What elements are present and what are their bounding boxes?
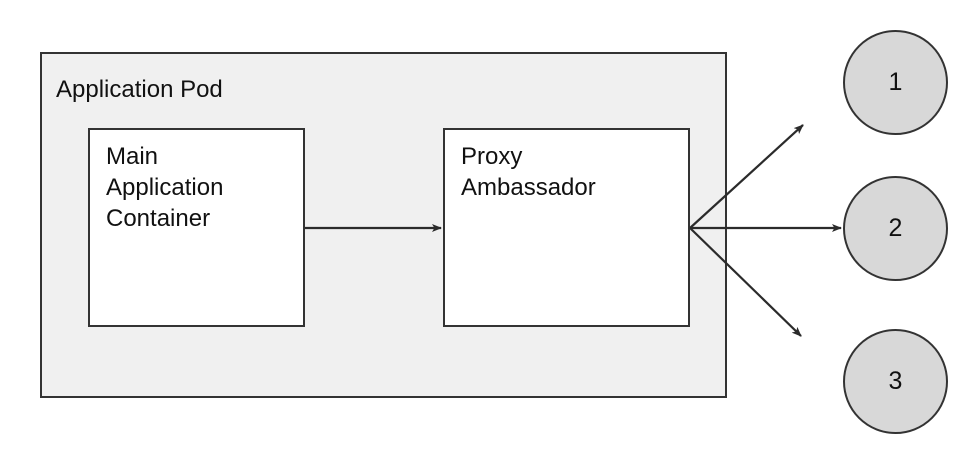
proxy-ambassador-box[interactable]: Proxy Ambassador [443, 128, 690, 327]
main-application-container-box[interactable]: Main Application Container [88, 128, 305, 327]
endpoint-1-label: 1 [888, 68, 903, 96]
endpoint-circle-3[interactable]: 3 [843, 329, 948, 434]
endpoint-2-label: 2 [888, 214, 903, 242]
proxy-ambassador-label: Proxy Ambassador [461, 143, 596, 201]
main-application-container-label: Main Application Container [106, 143, 224, 232]
endpoint-circle-2[interactable]: 2 [843, 176, 948, 281]
endpoint-circle-1[interactable]: 1 [843, 30, 948, 135]
application-pod-label: Application Pod [56, 76, 223, 103]
endpoint-3-label: 3 [888, 367, 903, 395]
